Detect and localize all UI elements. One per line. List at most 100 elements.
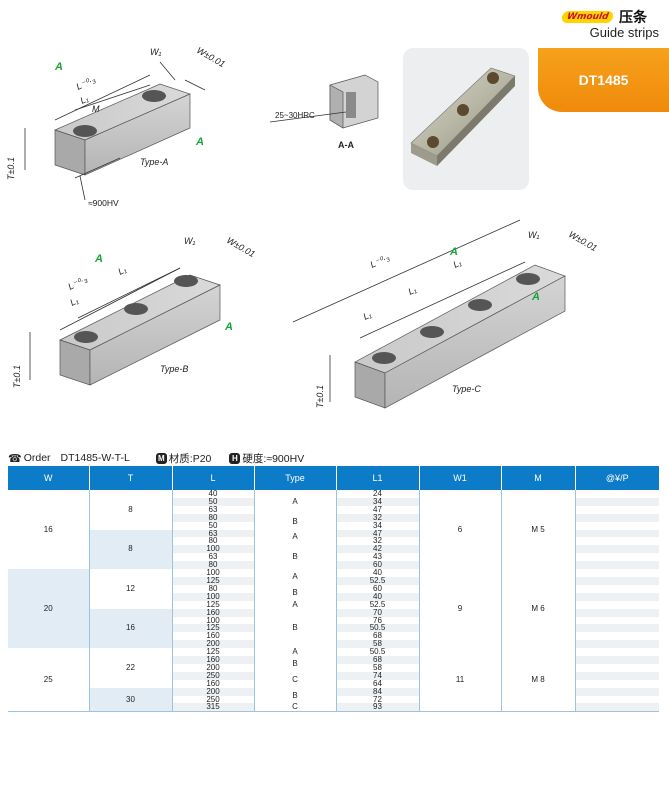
cell-w: 16 <box>8 490 90 570</box>
cell-type: B <box>254 656 337 672</box>
material-icon: M <box>155 452 167 464</box>
type-b-dim-w1: W₁ <box>184 236 195 246</box>
type-b-dim-w: W±0.01 <box>225 235 257 259</box>
cell-price <box>575 663 659 672</box>
cell-price <box>575 561 659 570</box>
model-tab: DT1485 <box>538 48 669 112</box>
cell-l1: 24 <box>336 490 420 498</box>
cell-l: 315 <box>172 703 255 712</box>
header-l: L <box>172 466 255 490</box>
cell-price <box>575 576 659 585</box>
type-c-dim-l: L⁻⁰·₃ <box>369 252 392 270</box>
cell-l: 125 <box>172 577 255 585</box>
cell-t: 12 <box>89 569 173 609</box>
cell-t: 30 <box>89 687 173 712</box>
cell-l: 80 <box>172 537 255 546</box>
cell-l1: 76 <box>336 616 420 625</box>
cell-type: A <box>254 569 337 585</box>
cell-l: 80 <box>172 561 255 570</box>
cell-m: M 6 <box>501 569 576 649</box>
cell-l: 100 <box>172 592 255 601</box>
cell-l1: 47 <box>336 529 420 538</box>
cell-type: A <box>254 529 337 546</box>
cell-type: B <box>254 687 337 704</box>
cell-price <box>575 703 659 712</box>
section-arrow-a-top: A <box>54 61 63 73</box>
cell-w: 25 <box>8 648 90 712</box>
type-a-dim-t: T±0.1 <box>6 157 16 180</box>
cell-l: 50 <box>172 497 255 506</box>
technical-drawings: A A Type-A T±0.1 W₁ W±0.01 L⁻⁰·₃ L₁ M ≈9… <box>6 45 599 409</box>
product-photo <box>403 48 529 190</box>
cell-price <box>575 616 659 625</box>
cell-type: B <box>254 513 337 530</box>
cell-price <box>575 569 659 577</box>
table-row: 50 34 <box>8 497 659 506</box>
header-l1: L1 <box>336 466 420 490</box>
table-row: 100 76 <box>8 616 659 625</box>
type-c-dim-w1: W₁ <box>528 230 539 240</box>
cell-price <box>575 497 659 506</box>
cell-l1: 70 <box>336 608 420 617</box>
cell-l: 63 <box>172 553 255 562</box>
table-header-row: W T L Type L1 W1 M @¥/P <box>8 466 659 490</box>
cell-price <box>575 600 659 609</box>
cell-l1: 32 <box>336 537 420 546</box>
section-hardness-label: 25~30HRC <box>275 111 315 120</box>
cell-l1: 34 <box>336 497 420 506</box>
type-a-drawing: A A Type-A T±0.1 W₁ W±0.01 L⁻⁰·₃ L₁ M ≈9… <box>6 45 227 208</box>
cell-l1: 43 <box>336 553 420 562</box>
type-c-dim-l1-c: L₁ <box>362 309 373 321</box>
cell-price <box>575 632 659 641</box>
cell-l: 200 <box>172 640 255 649</box>
cell-price <box>575 513 659 522</box>
cell-l1: 42 <box>336 545 420 554</box>
type-c-arrow-a-bottom: A <box>531 291 540 303</box>
type-b-arrow-a-top: A <box>94 253 103 265</box>
type-a-dim-l: L⁻⁰·₃ <box>75 74 98 92</box>
section-view: 25~30HRC A-A <box>269 74 379 150</box>
order-code: DT1485-W-T-L <box>60 452 130 464</box>
cell-type: B <box>254 584 337 601</box>
header-w: W <box>8 466 90 490</box>
brand-title: 压条 <box>619 10 647 26</box>
cell-l1: 68 <box>336 632 420 641</box>
type-b-label: Type-B <box>160 364 188 374</box>
cell-type: B <box>254 608 337 649</box>
header-t: T <box>89 466 173 490</box>
cell-w1: 6 <box>419 490 502 570</box>
cell-l: 63 <box>172 505 255 514</box>
cell-l1: 50.5 <box>336 648 420 657</box>
cell-l: 125 <box>172 600 255 609</box>
page-subtitle: Guide strips <box>589 25 659 40</box>
table-row: 125 52.5 <box>8 577 659 585</box>
cell-price <box>575 671 659 680</box>
cell-l: 200 <box>172 687 255 696</box>
cell-type: A <box>254 648 337 657</box>
cell-l1: 72 <box>336 695 420 704</box>
cell-l: 100 <box>172 616 255 625</box>
cell-l1: 93 <box>336 703 420 712</box>
cell-m: M 5 <box>501 490 576 570</box>
cell-price <box>575 608 659 617</box>
cell-l1: 52.5 <box>336 577 420 585</box>
order-bar: ☎ Order DT1485-W-T-L M 材质:P20 H 硬度:≈900H… <box>8 451 668 465</box>
cell-price <box>575 505 659 514</box>
type-c-dim-l1-a: L₁ <box>452 257 463 269</box>
cell-price <box>575 695 659 704</box>
cell-l: 50 <box>172 521 255 530</box>
cell-price <box>575 687 659 696</box>
cell-price <box>575 592 659 601</box>
brand-logo: Wmould <box>560 11 615 23</box>
cell-l: 40 <box>172 490 255 498</box>
